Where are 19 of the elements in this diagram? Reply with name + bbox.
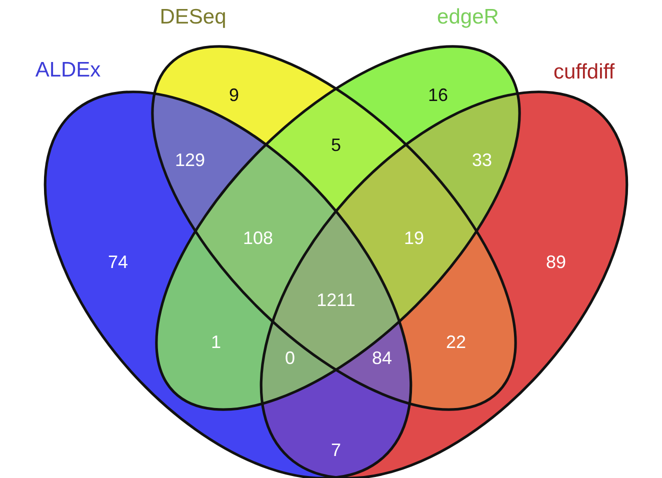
- set-name: edgeR: [437, 6, 499, 28]
- count-label: 74: [108, 253, 128, 271]
- count-label: 5: [331, 136, 341, 154]
- count-label: 89: [546, 253, 566, 271]
- count-label: 84: [372, 349, 392, 367]
- count-label: 19: [404, 229, 424, 247]
- count-label: 7: [331, 441, 341, 459]
- count-label: 22: [446, 333, 466, 351]
- count-label: 129: [174, 151, 206, 169]
- count-label: 9: [229, 86, 239, 104]
- set-name: ALDEx: [35, 60, 101, 80]
- count-label: 1211: [316, 291, 356, 309]
- set-name: cuffdiff: [553, 62, 615, 82]
- set-name: DESeq: [160, 6, 226, 28]
- count-label: 16: [428, 86, 448, 104]
- count-label: 33: [472, 151, 492, 169]
- count-label: 108: [242, 229, 274, 247]
- count-label: 0: [285, 349, 295, 367]
- count-label: 1: [211, 333, 221, 351]
